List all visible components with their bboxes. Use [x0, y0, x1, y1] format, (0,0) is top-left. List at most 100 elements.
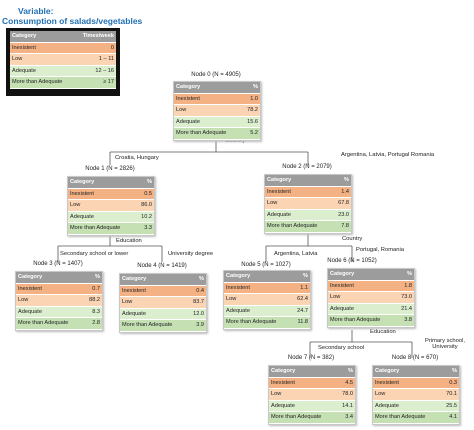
node-header-row: Category%: [68, 177, 154, 189]
cell-value: 11.8: [291, 316, 310, 329]
cell-category: Adequate: [328, 303, 396, 315]
cell-value: 15.6: [241, 116, 260, 128]
branch-label: Croatia, Hungary: [115, 155, 159, 161]
cell-value: 78.2: [241, 104, 260, 117]
legend-row: Inexistent 0: [10, 42, 116, 54]
cell-category: More than Adequate: [174, 127, 242, 140]
split-label-country: Country: [225, 138, 246, 144]
node-title: Node 3 (N = 1407): [33, 261, 83, 267]
cell-value: 10.2: [135, 211, 154, 223]
header-category: Category: [16, 272, 84, 284]
header-percent: %: [440, 366, 459, 378]
cell-value: 1.0: [241, 93, 260, 105]
node-title: Node 5 (N = 1027): [241, 262, 291, 268]
cell-value: 3.9: [187, 319, 206, 332]
branch-label-line: Primary school,: [425, 338, 465, 344]
cell-category: Adequate: [373, 400, 441, 412]
cell-value: 12.0: [187, 308, 206, 320]
cell-value: 0.7: [83, 283, 102, 295]
node-title: Node 0 (N = 4905): [191, 72, 241, 78]
node-title: Node 8 (N = 670): [391, 355, 439, 361]
cell-value: 67.8: [332, 197, 351, 210]
cell-value: 0.3: [440, 377, 459, 389]
legend-value: 0: [74, 42, 116, 54]
cell-category: More than Adequate: [68, 222, 136, 235]
cell-value: 0.4: [187, 285, 206, 297]
cell-category: Low: [68, 199, 136, 212]
cell-value: 14.1: [336, 400, 355, 412]
cell-category: More than Adequate: [16, 317, 84, 330]
header-category: Category: [174, 82, 242, 94]
header-category: Category: [269, 366, 337, 378]
header-percent: %: [291, 271, 310, 283]
branch-label: University degree: [168, 251, 214, 257]
legend-category: Low: [10, 53, 75, 66]
cell-value: 70.1: [440, 388, 459, 401]
cell-value: 78.0: [336, 388, 355, 401]
cell-category: Low: [265, 197, 333, 210]
header-category: Category: [373, 366, 441, 378]
node-header-row: Category%: [224, 271, 310, 283]
header-percent: %: [241, 82, 260, 94]
cell-category: Adequate: [68, 211, 136, 223]
cell-category: More than Adequate: [269, 411, 337, 424]
cell-value: 83.7: [187, 296, 206, 309]
cell-category: Low: [16, 294, 84, 307]
node-header-row: Category%: [265, 175, 351, 187]
legend-header-row: Category Times/week: [10, 31, 116, 43]
legend-category: Adequate: [10, 65, 75, 77]
cell-category: Adequate: [265, 209, 333, 221]
cell-category: Adequate: [120, 308, 188, 320]
cell-category: Low: [373, 388, 441, 401]
header-percent: %: [332, 175, 351, 187]
cell-value: 8.3: [83, 306, 102, 318]
cell-category: Inexistent: [328, 280, 396, 292]
cell-value: 5.2: [241, 127, 260, 140]
cell-category: Inexistent: [265, 186, 333, 198]
header-percent: %: [187, 274, 206, 286]
node-title: Node 6 (N = 1052): [327, 258, 377, 264]
header-percent: %: [135, 177, 154, 189]
legend-header-category: Category: [10, 31, 75, 43]
cell-category: Low: [328, 291, 396, 304]
cell-value: 88.2: [83, 294, 102, 307]
header-category: Category: [224, 271, 292, 283]
cell-category: Inexistent: [269, 377, 337, 389]
legend-row: Adequate 12 – 16: [10, 65, 116, 77]
cell-category: More than Adequate: [224, 316, 292, 329]
branch-label: Argentina, Latvia: [274, 251, 318, 257]
cell-value: 4.5: [336, 377, 355, 389]
cell-category: Low: [269, 388, 337, 401]
cell-value: 4.1: [440, 411, 459, 424]
cell-category: Inexistent: [120, 285, 188, 297]
node-header-row: Category%: [269, 366, 355, 378]
cell-category: Adequate: [224, 305, 292, 317]
